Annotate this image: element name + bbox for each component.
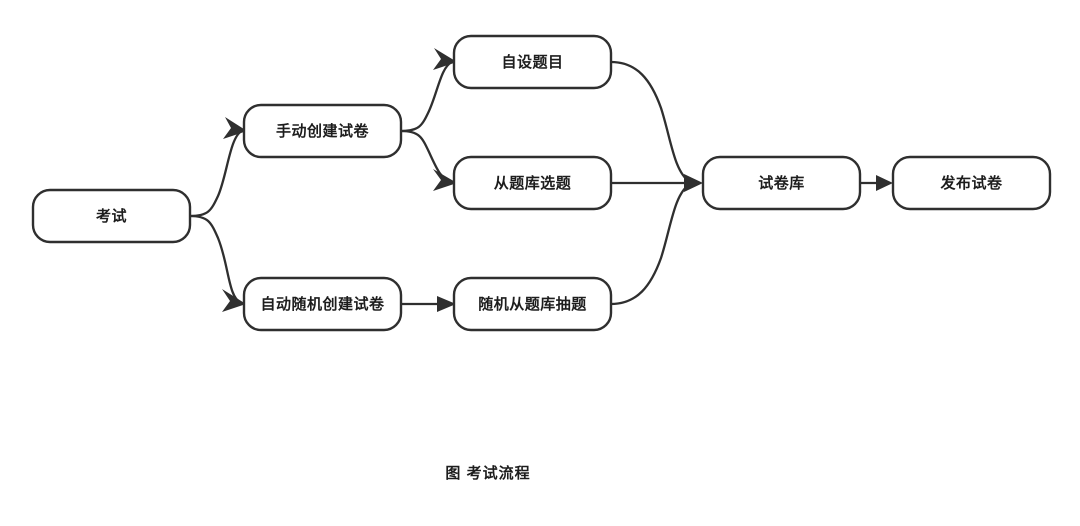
node-pick-from-bank[interactable]: 从题库选题 [452,155,613,211]
node-paper-library-shape[interactable] [701,155,862,211]
node-auto-random-shape[interactable] [242,276,403,332]
node-pick-from-bank-shape[interactable] [452,155,613,211]
edge-exam-to-manual-create [188,117,247,218]
node-manual-create-shape[interactable] [242,103,403,159]
node-pick-from-bank-label: 从题库选题 [494,174,572,192]
edge-manual-create-to-self-set [399,48,457,133]
node-manual-create[interactable]: 手动创建试卷 [242,103,403,159]
arrow-head-icon [437,296,456,312]
node-self-set-label: 自设题目 [501,53,563,71]
node-manual-create-label: 手动创建试卷 [276,122,370,140]
arrow-head-icon [684,174,703,192]
node-publish-paper-shape[interactable] [891,155,1052,211]
node-random-draw-label: 随机从题库抽题 [478,295,587,313]
node-auto-random[interactable]: 自动随机创建试卷 [242,276,403,332]
node-publish-paper[interactable]: 发布试卷 [891,155,1052,211]
arrow-head-icon [433,48,457,70]
edge-paper-library-to-publish-paper [858,175,893,191]
node-layer: 考试 手动创建试卷 自设题目 从题库选题 自动随机创建试卷 随机从题库抽题 试卷… [31,34,1052,332]
edge-exam-to-auto-random [188,214,246,312]
node-self-set-shape[interactable] [452,34,613,90]
edge-self-set-to-paper-library [609,60,692,184]
edge-auto-random-to-random-draw [399,296,456,312]
node-random-draw-shape[interactable] [452,276,613,332]
node-paper-library-label: 试卷库 [758,174,805,192]
arrow-head-icon [222,289,246,312]
node-random-draw[interactable]: 随机从题库抽题 [452,276,613,332]
node-auto-random-label: 自动随机创建试卷 [260,295,385,313]
arrow-head-icon [876,175,893,191]
node-exam-label: 考试 [96,207,127,225]
node-self-set[interactable]: 自设题目 [452,34,613,90]
node-paper-library[interactable]: 试卷库 [701,155,862,211]
arrow-head-icon [223,117,247,139]
node-exam-shape[interactable] [31,188,192,244]
node-publish-paper-label: 发布试卷 [939,174,1003,192]
arrow-head-icon [433,169,457,191]
edge-manual-create-to-pick-from-bank [399,129,457,191]
edge-layer [188,48,893,312]
figure-caption: 图 考试流程 [445,464,530,482]
edge-random-draw-to-paper-library [609,182,692,306]
node-exam[interactable]: 考试 [31,188,192,244]
